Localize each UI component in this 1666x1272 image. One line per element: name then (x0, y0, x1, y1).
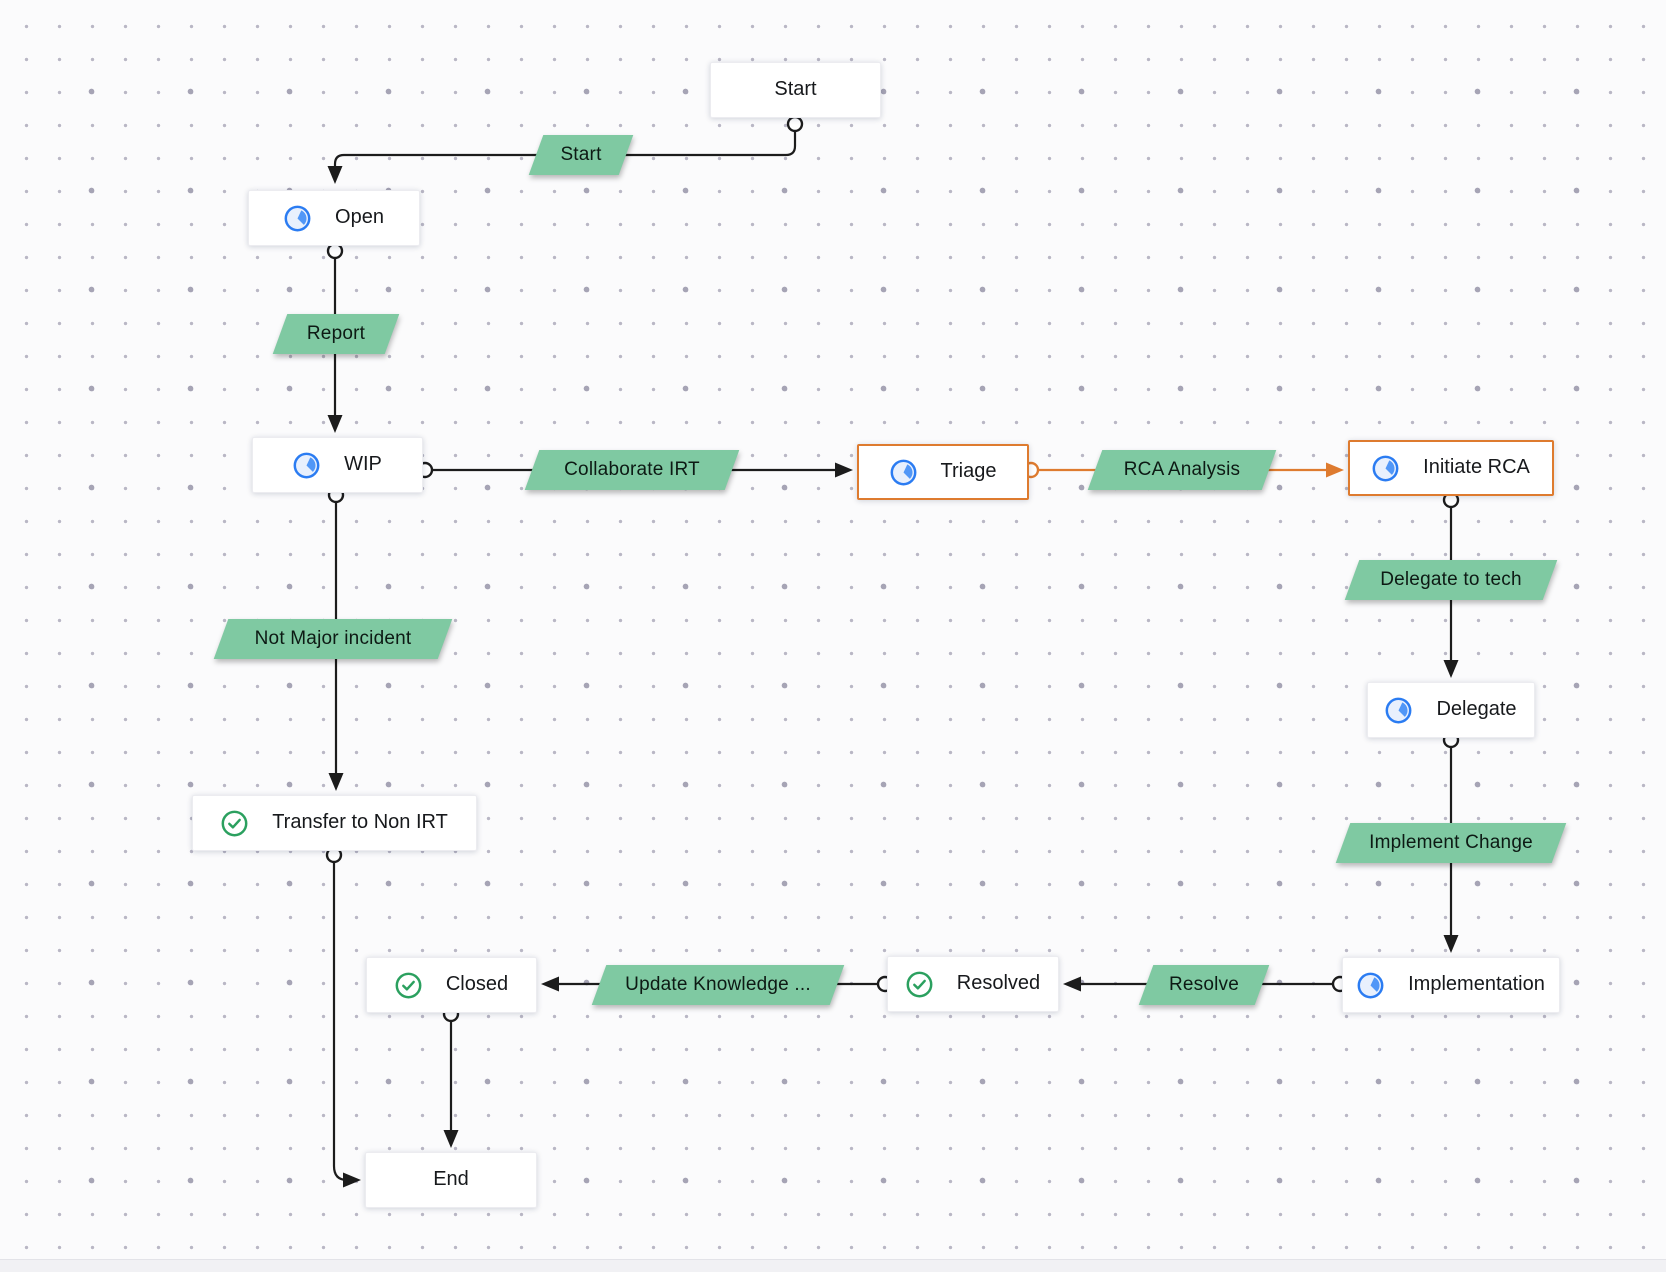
status-in-progress-icon (293, 452, 320, 479)
status-in-progress-icon (1385, 697, 1412, 724)
edge-wip-transfer-arrowhead (328, 773, 344, 791)
node-open[interactable]: Open (248, 190, 420, 246)
edge-closed-end-arrowhead (443, 1130, 459, 1148)
node-label: Start (774, 77, 817, 100)
node-label: Delegate (1436, 697, 1517, 720)
edge-open-wip-arrowhead (327, 415, 343, 433)
transition-label-start[interactable]: Start (528, 135, 634, 175)
node-delegate[interactable]: Delegate (1367, 682, 1535, 738)
status-in-progress-icon (890, 459, 917, 486)
transition-label-text: Update Knowledge ... (625, 974, 811, 995)
edge-transfer-end-arrowhead (343, 1172, 361, 1188)
edge-start-open-arrowhead (327, 166, 343, 184)
transition-label-resolve[interactable]: Resolve (1138, 965, 1270, 1005)
node-label: Resolved (956, 971, 1041, 994)
transition-label-text: Not Major incident (254, 628, 412, 649)
edge-implementation-resolved-arrowhead (1063, 976, 1081, 992)
status-in-progress-icon (284, 205, 311, 232)
edge-delegate-implementation-arrowhead (1443, 935, 1459, 953)
edge-initiate-rca-delegate-arrowhead (1443, 660, 1459, 678)
node-label: Triage (940, 459, 997, 482)
status-in-progress-icon (1357, 972, 1384, 999)
node-label: Transfer to Non IRT (272, 810, 448, 833)
transition-label-implement-change[interactable]: Implement Change (1335, 823, 1567, 863)
edge-resolved-closed-arrowhead (541, 976, 559, 992)
transition-label-rca-analysis[interactable]: RCA Analysis (1087, 450, 1277, 490)
connector-start-bottom[interactable] (786, 115, 804, 133)
transition-label-text: Delegate to tech (1380, 569, 1522, 590)
transition-label-text: Collaborate IRT (564, 459, 700, 480)
status-done-icon (395, 972, 422, 999)
transition-label-update-knowledge[interactable]: Update Knowledge ... (591, 965, 845, 1005)
transition-label-text: Report (306, 323, 366, 344)
node-triage[interactable]: Triage (857, 444, 1029, 500)
node-label: End (433, 1167, 469, 1190)
edge-transfer-end-line[interactable] (332, 862, 348, 1182)
node-implementation[interactable]: Implementation (1342, 957, 1560, 1013)
node-wip[interactable]: WIP (252, 437, 423, 493)
transition-label-text: Start (560, 144, 602, 165)
transition-label-not-major-incident[interactable]: Not Major incident (213, 619, 453, 659)
transition-label-text: Resolve (1168, 974, 1240, 995)
status-done-icon (906, 971, 933, 998)
transition-label-delegate-to-tech[interactable]: Delegate to tech (1344, 560, 1558, 600)
transition-label-text: RCA Analysis (1123, 459, 1241, 480)
node-label: Open (335, 205, 384, 228)
status-done-icon (221, 810, 248, 837)
node-closed[interactable]: Closed (366, 957, 537, 1013)
node-label: Implementation (1408, 972, 1545, 995)
node-initiate-rca[interactable]: Initiate RCA (1348, 440, 1554, 496)
status-in-progress-icon (1372, 455, 1399, 482)
node-start[interactable]: Start (710, 62, 881, 118)
canvas-edge-strip (0, 1259, 1666, 1272)
transition-label-text: Implement Change (1369, 832, 1533, 853)
transition-label-collaborate-irt[interactable]: Collaborate IRT (524, 450, 740, 490)
node-label: Initiate RCA (1423, 455, 1530, 478)
node-label: WIP (344, 452, 382, 475)
node-end[interactable]: End (365, 1152, 537, 1208)
edge-triage-initiate-rca-arrowhead (1326, 462, 1344, 478)
transition-label-report[interactable]: Report (272, 314, 400, 354)
node-transfer-to-non-irt[interactable]: Transfer to Non IRT (192, 795, 477, 851)
connector-open-bottom[interactable] (326, 242, 344, 260)
node-resolved[interactable]: Resolved (887, 956, 1059, 1012)
node-label: Closed (445, 972, 509, 995)
edge-wip-triage-arrowhead (835, 462, 853, 478)
